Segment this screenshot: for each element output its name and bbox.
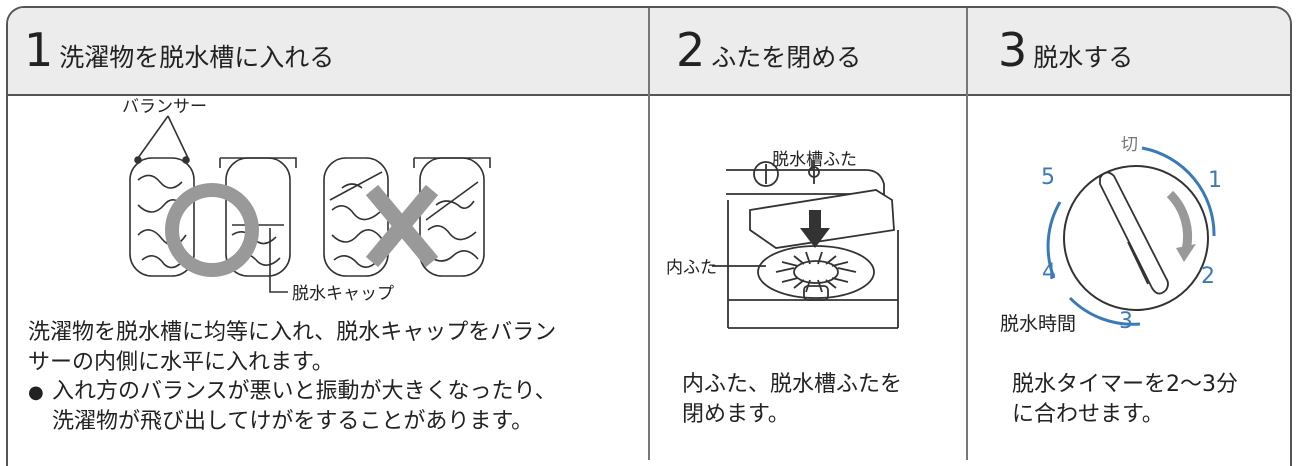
step-2-title: ふたを閉める [711,43,862,72]
step-3-instruction-line-1: 脱水タイマーを2〜3分 [1012,372,1238,397]
step-1-instruction-line-2: サーの内側に水平に入れます。 [28,350,334,375]
dial-label-2: 2 [1201,264,1215,289]
step-3-instruction-line-2: に合わせます。 [1012,402,1164,427]
spin-tub-illustration [129,115,491,293]
dial-label-5: 5 [1041,165,1055,190]
step-1-number: 1 [24,23,54,77]
instruction-frame [6,6,1292,466]
step-3-number: 3 [998,23,1028,77]
step-1-title: 洗濯物を脱水槽に入れる [59,43,335,72]
column-divider-1 [648,8,650,460]
dial-label-4: 4 [1042,260,1056,285]
washer-lid-illustration [712,160,899,329]
step-2-instruction-line-2: 閉めます。 [682,402,790,427]
step-1-instruction-line-1: 洗濯物を脱水槽に均等に入れ、脱水キャップをバラン [28,320,557,345]
step-2-instruction-line-1: 内ふた、脱水槽ふたを [682,372,903,397]
column-divider-2 [966,8,968,460]
balancer-label: バランサー [122,97,207,117]
step-3-title: 脱水する [1033,43,1134,72]
step-3-heading: 3 脱水する [998,22,1133,78]
dial-label-3: 3 [1119,309,1133,334]
timer-label: 脱水時間 [1000,313,1077,335]
timer-dial-illustration [1046,146,1216,326]
step-2-number: 2 [676,23,706,77]
note-bullet: ● [28,382,44,403]
cap-label: 脱水キャップ [292,284,394,304]
step-1-heading: 1 洗濯物を脱水槽に入れる [24,22,334,78]
step-2-heading: 2 ふたを閉める [676,22,861,78]
dial-label-off: 切 [1121,135,1138,155]
ok-circle-icon [165,183,259,277]
ng-cross-icon [365,184,439,268]
inner-lid-label: 内ふた [666,258,717,278]
step-1-note-line-1: 入れ方のバランスが悪いと振動が大きくなったり、 [52,379,557,404]
dial-label-1: 1 [1208,168,1222,193]
step-1-note-line-2: 洗濯物が飛び出してけがをすることがあります。 [52,409,534,434]
